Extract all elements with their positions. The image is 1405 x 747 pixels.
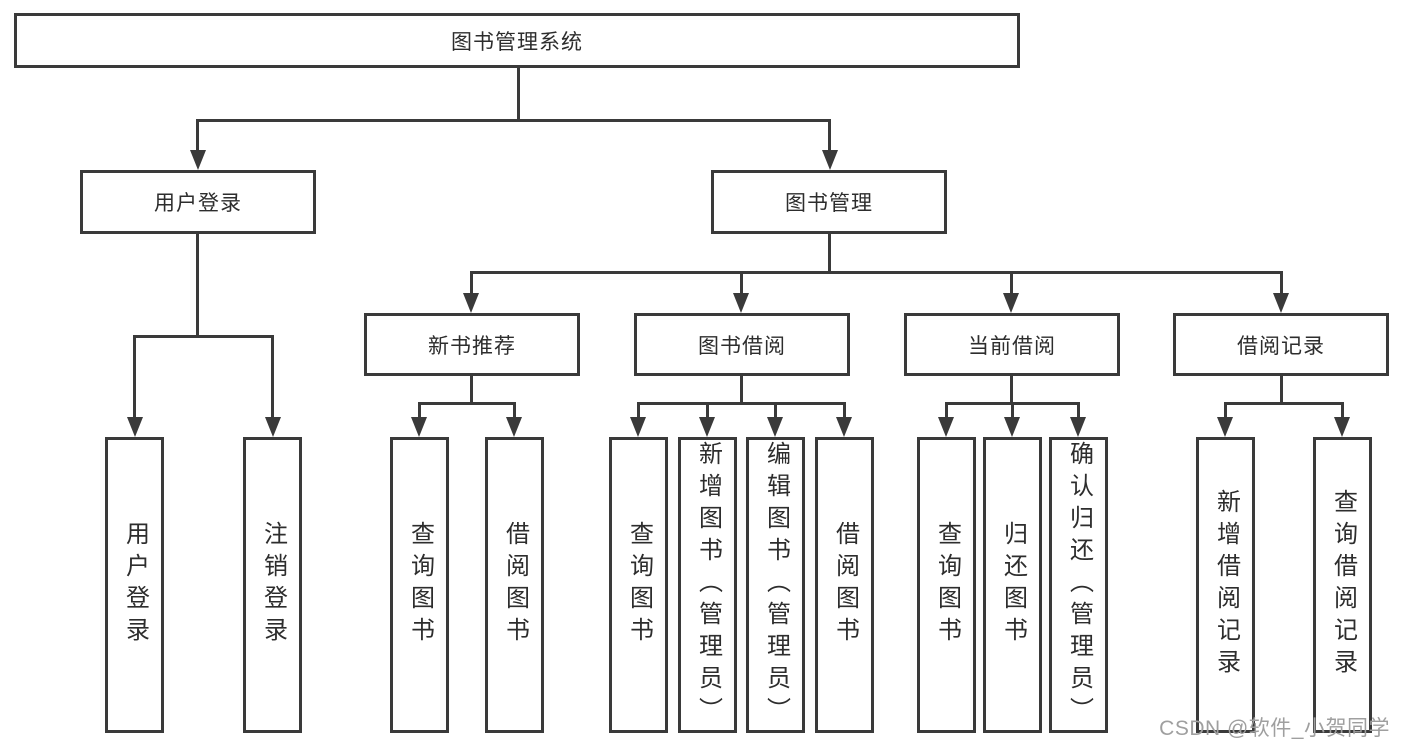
leaf-query-borrow-record-label: 查询借阅记录 [1329,489,1357,681]
leaf-return-books-label: 归还图书 [999,521,1027,649]
connector-drop [1341,402,1344,418]
node-root: 图书管理系统 [14,13,1020,68]
connector-drop [637,402,640,418]
connector-drop [945,402,948,418]
connector-drop-leaf-logout [271,335,274,417]
node-root-label: 图书管理系统 [451,30,583,54]
connector-book-management-stem [828,234,831,272]
connector-current-borrowing-stem [1010,376,1013,404]
leaf-query-books-label: 查询图书 [625,521,653,649]
connector-root-hline [196,119,831,122]
arrow-down-icon [1334,417,1350,437]
leaf-confirm-return-admin-label: 确认归还（管理员） [1065,441,1093,729]
connector-drop [706,402,709,418]
connector-drop [1224,402,1227,418]
node-current-borrowing: 当前借阅 [904,313,1120,376]
arrow-down-icon [265,417,281,437]
node-new-book-recommendation-label: 新书推荐 [428,334,516,358]
leaf-user-login-label: 用户登录 [121,521,149,649]
leaf-user-login: 用户登录 [105,437,164,733]
connector-drop [1011,402,1014,418]
connector-root-stem [517,68,520,120]
connector-drop [774,402,777,418]
arrow-down-icon [630,417,646,437]
leaf-logout: 注销登录 [243,437,302,733]
node-user-login: 用户登录 [80,170,316,234]
arrow-down-icon [411,417,427,437]
node-book-management-label: 图书管理 [785,192,873,215]
node-user-login-label: 用户登录 [154,192,242,215]
node-new-book-recommendation: 新书推荐 [364,313,580,376]
connector-drop-borrowing-records [1280,271,1283,294]
connector-drop [1077,402,1080,418]
leaf-logout-label: 注销登录 [259,521,287,649]
connector-drop [418,402,421,418]
leaf-add-books-admin-label: 新增图书（管理员） [694,441,722,729]
arrow-down-icon [463,293,479,313]
node-borrowing-records-label: 借阅记录 [1237,334,1325,358]
connector-drop [843,402,846,418]
leaf-borrow-books-recommend: 借阅图书 [485,437,544,733]
leaf-query-borrow-record: 查询借阅记录 [1313,437,1372,733]
connector-new-book-hline [418,402,516,405]
arrow-down-icon [1217,417,1233,437]
arrow-down-icon [822,150,838,170]
node-current-borrowing-label: 当前借阅 [968,334,1056,358]
arrow-down-icon [190,150,206,170]
leaf-return-books: 归还图书 [983,437,1042,733]
leaf-borrow-books-label: 借阅图书 [831,521,859,649]
arrow-down-icon [767,417,783,437]
arrow-down-icon [938,417,954,437]
leaf-add-borrow-record: 新增借阅记录 [1196,437,1255,733]
csdn-watermark: CSDN @软件_小贺同学 [1159,717,1390,740]
connector-drop-book-borrowing [740,271,743,294]
arrow-down-icon [1070,417,1086,437]
node-book-borrowing-label: 图书借阅 [698,334,786,358]
connector-book-borrowing-stem [740,376,743,404]
connector-new-book-stem [470,376,473,404]
connector-borrowing-records-hline [1224,402,1344,405]
connector-drop-leaf-user-login [133,335,136,417]
connector-drop-current-borrowing [1010,271,1013,294]
arrow-down-icon [1003,293,1019,313]
node-borrowing-records: 借阅记录 [1173,313,1389,376]
arrow-down-icon [836,417,852,437]
connector-book-management-hline [470,271,1283,274]
leaf-edit-books-admin-label: 编辑图书（管理员） [762,441,790,729]
connector-drop [513,402,516,418]
leaf-add-borrow-record-label: 新增借阅记录 [1212,489,1240,681]
leaf-query-books-recommend: 查询图书 [390,437,449,733]
node-book-borrowing: 图书借阅 [634,313,850,376]
arrow-down-icon [1004,417,1020,437]
leaf-query-books-current: 查询图书 [917,437,976,733]
arrow-down-icon [733,293,749,313]
leaf-query-books-label: 查询图书 [933,521,961,649]
leaf-edit-books-admin: 编辑图书（管理员） [746,437,805,733]
leaf-borrow-books-label: 借阅图书 [501,521,529,649]
connector-user-login-hline [133,335,274,338]
connector-book-borrowing-hline [637,402,846,405]
leaf-borrow-books-borrowing: 借阅图书 [815,437,874,733]
node-book-management: 图书管理 [711,170,947,234]
connector-borrowing-records-stem [1280,376,1283,404]
leaf-confirm-return-admin: 确认归还（管理员） [1049,437,1108,733]
leaf-query-books-label: 查询图书 [406,521,434,649]
arrow-down-icon [699,417,715,437]
leaf-query-books-borrowing: 查询图书 [609,437,668,733]
connector-drop-new-book [470,271,473,294]
leaf-add-books-admin: 新增图书（管理员） [678,437,737,733]
connector-drop-user-login [196,119,199,152]
arrow-down-icon [506,417,522,437]
connector-user-login-stem [196,234,199,336]
arrow-down-icon [127,417,143,437]
arrow-down-icon [1273,293,1289,313]
connector-drop-book-management [828,119,831,152]
